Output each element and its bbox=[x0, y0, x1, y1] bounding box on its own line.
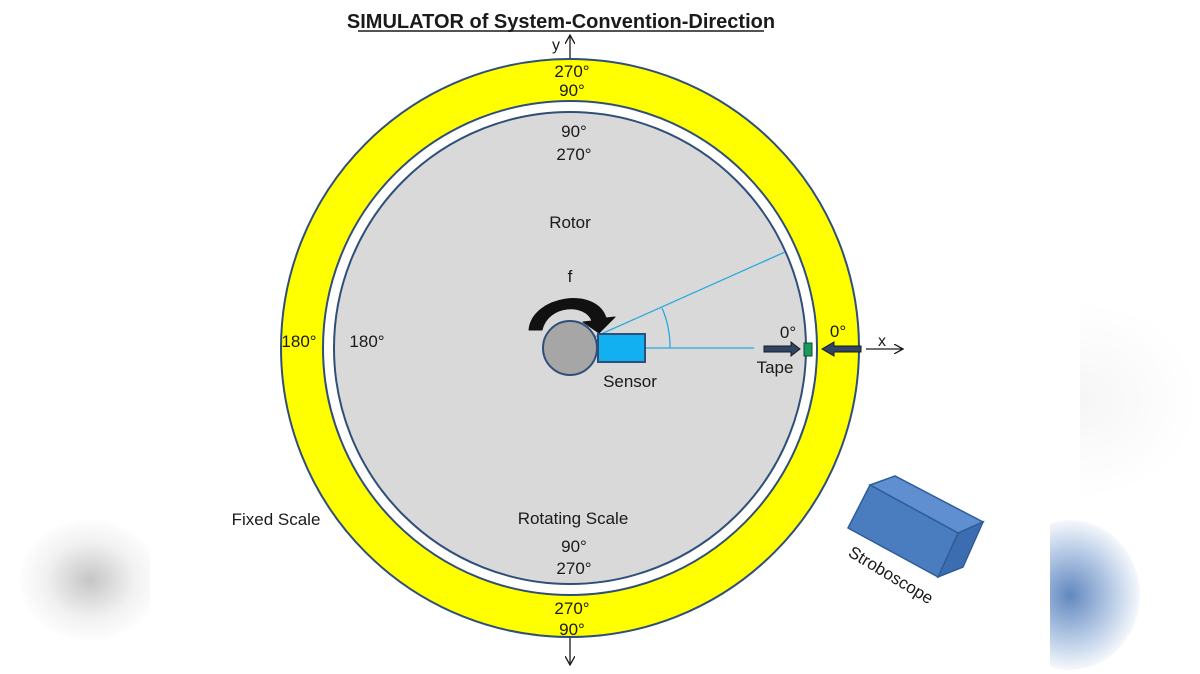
slide: SIMULATOR of System-Convention-Direction… bbox=[150, 0, 1050, 674]
stroboscope-icon bbox=[846, 475, 985, 579]
rotating-scale-bottom-outer: 90° bbox=[561, 537, 587, 556]
right-margin bbox=[1000, 0, 1200, 674]
rotating-scale-top-outer: 90° bbox=[561, 122, 587, 141]
rotating-scale-top-inner: 270° bbox=[556, 145, 591, 164]
rotating-scale-right: 0° bbox=[780, 323, 796, 342]
diagram-canvas: SIMULATOR of System-Convention-Direction… bbox=[232, 11, 985, 674]
rotating-scale-left: 180° bbox=[349, 332, 384, 351]
fixed-scale-top-outer: 270° bbox=[554, 62, 589, 81]
fixed-scale-right: 0° bbox=[830, 322, 846, 341]
sensor-label: Sensor bbox=[603, 372, 657, 391]
phase-angle-line bbox=[571, 251, 786, 348]
rotating-scale-label: Rotating Scale bbox=[518, 509, 629, 528]
shaft-hub bbox=[542, 320, 598, 376]
tape-label: Tape bbox=[757, 358, 794, 377]
fixed-scale-bottom-inner: 90° bbox=[559, 620, 585, 639]
y-axis-label: y bbox=[552, 37, 560, 54]
rotation-direction-icon bbox=[528, 298, 616, 334]
x-axis-label: x bbox=[878, 333, 886, 350]
sensor-icon bbox=[597, 333, 646, 363]
stroboscope-pointer-arrow-icon bbox=[821, 341, 862, 357]
rotation-label: f bbox=[568, 267, 573, 286]
background-blur-left bbox=[20, 520, 160, 640]
tape-marker bbox=[803, 342, 813, 357]
fixed-scale-left: 180° bbox=[281, 332, 316, 351]
fixed-scale-label: Fixed Scale bbox=[232, 510, 321, 529]
diagram-title: SIMULATOR of System-Convention-Direction bbox=[347, 11, 775, 33]
fixed-scale-bottom-outer: 270° bbox=[554, 599, 589, 618]
fixed-scale-top-inner: 90° bbox=[559, 81, 585, 100]
left-margin bbox=[0, 0, 160, 674]
phase-angle-arc bbox=[661, 307, 671, 349]
tape-pointer-arrow-icon bbox=[763, 340, 801, 358]
background-blur-right-soft bbox=[1080, 300, 1200, 500]
rotor-label: Rotor bbox=[549, 213, 591, 232]
rotating-scale-bottom-inner: 270° bbox=[556, 559, 591, 578]
